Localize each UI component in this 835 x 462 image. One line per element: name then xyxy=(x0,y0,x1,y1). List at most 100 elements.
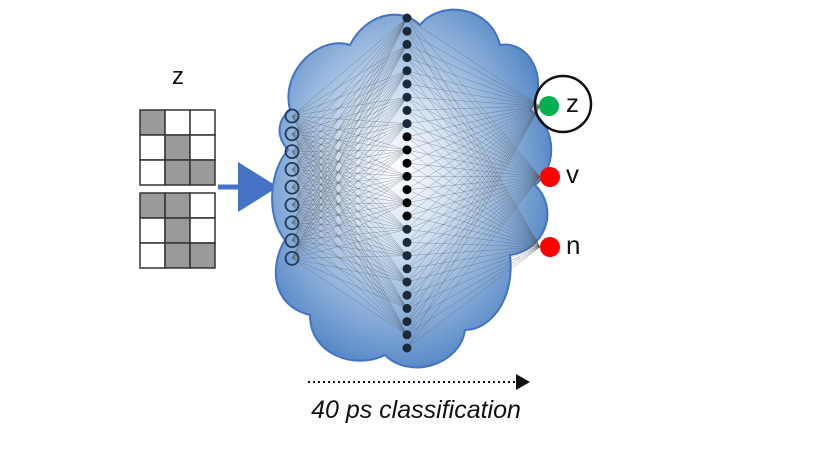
connection-line xyxy=(406,136,541,248)
connection-line xyxy=(406,105,541,296)
output-label-n: n xyxy=(566,230,580,260)
connection-line xyxy=(291,151,408,230)
connection-line xyxy=(406,105,541,151)
connection-line xyxy=(291,176,408,224)
connection-line xyxy=(406,105,541,256)
connection-line xyxy=(406,105,541,322)
connection-line xyxy=(291,222,408,309)
grid-cell xyxy=(189,134,216,161)
network-connections xyxy=(291,17,541,349)
connection-line xyxy=(291,17,408,223)
connection-line xyxy=(406,105,541,204)
connection-line xyxy=(291,17,408,188)
grid-cell xyxy=(164,159,191,186)
hidden-neuron xyxy=(402,13,412,23)
connection-line xyxy=(406,176,541,243)
grid-cell xyxy=(139,134,166,161)
connection-line xyxy=(406,44,541,248)
input-neuron xyxy=(284,126,300,142)
connection-line xyxy=(291,97,408,259)
connection-line xyxy=(406,105,541,243)
connection-line xyxy=(406,57,541,107)
connection-line xyxy=(291,44,408,134)
connection-line xyxy=(291,123,408,259)
connection-line xyxy=(406,176,541,204)
connection-line xyxy=(406,176,541,270)
connection-line xyxy=(406,105,541,177)
connection-line xyxy=(406,105,541,349)
grid-cell xyxy=(164,217,191,244)
connection-line xyxy=(406,176,541,190)
connection-line xyxy=(291,255,408,259)
connection-line xyxy=(291,133,408,177)
output-label-z: z xyxy=(566,88,579,118)
hidden-neuron xyxy=(402,198,412,208)
connection-line xyxy=(291,258,408,283)
connection-line xyxy=(291,17,408,241)
connection-line xyxy=(291,186,408,256)
hidden-neuron xyxy=(402,303,412,313)
hidden-neuron xyxy=(402,92,412,102)
grid-cell xyxy=(164,242,191,269)
connection-line xyxy=(406,105,541,335)
grid-cell xyxy=(189,109,216,136)
connection-line xyxy=(291,240,408,283)
connection-line xyxy=(406,189,541,248)
hidden-neuron xyxy=(402,53,412,63)
connection-line xyxy=(291,133,408,204)
connection-line xyxy=(291,240,408,256)
connection-line xyxy=(291,222,408,256)
hidden-neuron xyxy=(402,224,412,234)
grid-cell xyxy=(139,242,166,269)
connection-line xyxy=(291,222,408,335)
hidden-neuron xyxy=(402,277,412,287)
connection-line xyxy=(406,44,541,178)
connection-line xyxy=(291,44,408,117)
connection-line xyxy=(291,258,408,336)
connection-line xyxy=(406,228,541,248)
connection-line xyxy=(291,97,408,241)
input-pixel-grids xyxy=(139,109,216,269)
hidden-neuron xyxy=(402,317,412,327)
hidden-neuron xyxy=(402,119,412,129)
connection-line xyxy=(406,176,541,296)
input-neuron-layer xyxy=(284,108,300,266)
connection-line xyxy=(406,105,541,309)
connection-line xyxy=(406,83,541,107)
connection-line xyxy=(291,115,408,203)
connection-line xyxy=(291,115,408,151)
grid-cell xyxy=(189,192,216,219)
connection-line xyxy=(406,105,541,217)
classification-caption: 40 ps classification xyxy=(311,396,521,424)
connection-line xyxy=(406,110,541,248)
connection-line xyxy=(406,44,541,107)
connection-line xyxy=(406,136,541,178)
connection-line xyxy=(406,17,541,107)
hidden-neuron xyxy=(402,158,412,168)
connection-line xyxy=(291,169,408,256)
connection-line xyxy=(291,17,408,134)
connection-line xyxy=(406,176,541,230)
connection-line xyxy=(406,176,541,335)
connection-line xyxy=(291,17,408,170)
connection-line xyxy=(291,123,408,223)
connection-line xyxy=(406,105,541,124)
connection-line xyxy=(406,105,541,164)
grid-cell xyxy=(164,134,191,161)
connection-line xyxy=(291,133,408,256)
connection-line xyxy=(291,70,408,241)
input-neuron xyxy=(284,108,300,124)
output-neuron-z xyxy=(539,96,559,116)
output-neuron-n xyxy=(540,237,560,257)
connection-line xyxy=(406,110,541,178)
grid-cell xyxy=(189,242,216,269)
input-neuron xyxy=(284,233,300,249)
connection-line xyxy=(406,31,541,178)
connection-line xyxy=(291,149,408,224)
connection-line xyxy=(406,176,541,322)
connection-line xyxy=(291,228,408,241)
input-neuron xyxy=(284,250,300,266)
connection-line xyxy=(291,204,408,256)
connection-line xyxy=(291,169,408,335)
connection-line xyxy=(291,169,408,309)
